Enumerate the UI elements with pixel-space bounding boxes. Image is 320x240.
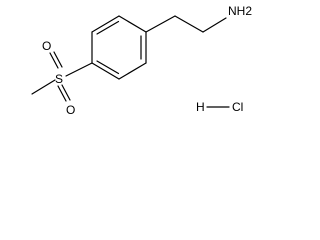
chemical-structure-diagram: NH2 S O O H Cl: [31, 4, 252, 117]
ring-double-bond: [96, 20, 120, 35]
oxygen-atom-label: O: [66, 103, 75, 117]
benzene-ring: [91, 15, 147, 80]
chlorine-atom-label: Cl: [232, 100, 243, 114]
ring-double-bond: [96, 60, 120, 75]
sulfur-oxygen-double-bond: [61, 84, 71, 101]
ring-bond: [91, 15, 120, 33]
amine-label: NH2: [228, 4, 252, 18]
sulfur-methyl-bond: [31, 79, 56, 95]
sulfur-oxygen-double-bond: [49, 52, 59, 69]
methylsulfonyl-group: S O O: [31, 39, 93, 117]
oxygen-atom-label: O: [42, 39, 51, 53]
hcl-salt: H Cl: [196, 100, 243, 114]
sulfur-oxygen-double-bond: [57, 85, 67, 102]
sulfur-atom-label: S: [55, 72, 63, 86]
structure-canvas: NH2 S O O H Cl: [0, 0, 266, 130]
hydrogen-atom-label: H: [196, 100, 205, 114]
ring-bond: [118, 15, 147, 33]
sulfur-oxygen-double-bond: [53, 51, 63, 68]
chain-bond: [202, 17, 227, 33]
ring-to-sulfur-bond: [65, 62, 93, 77]
ring-bond: [91, 62, 120, 80]
ring-bond: [118, 62, 147, 80]
chain-bond: [145, 15, 176, 33]
chain-bond: [174, 15, 204, 33]
ethylamine-chain: NH2: [145, 4, 252, 33]
